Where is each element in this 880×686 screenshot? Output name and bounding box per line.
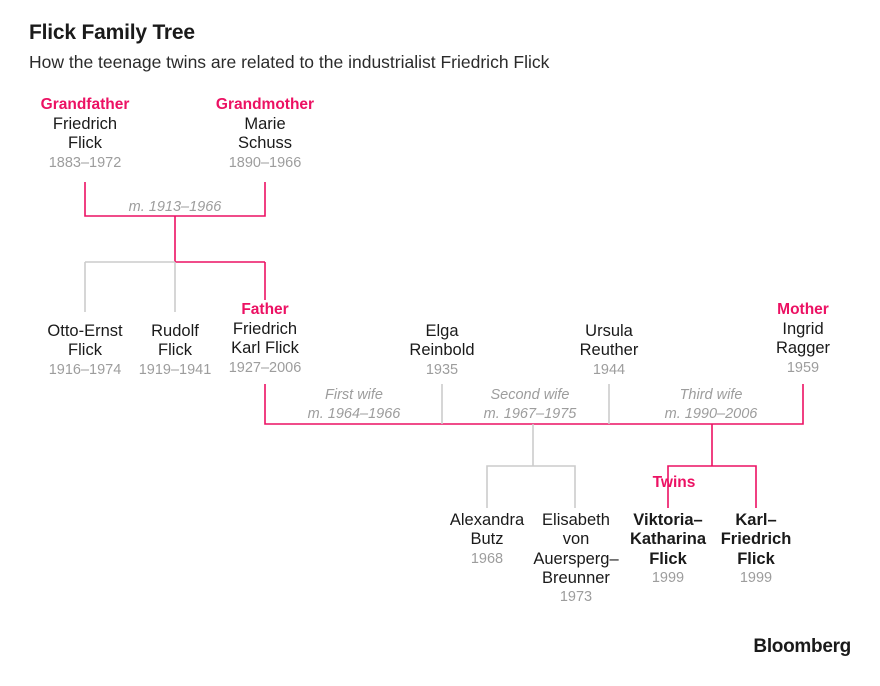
person-name-line1: Karl–: [735, 511, 777, 529]
person-name-line1: Friedrich: [232, 320, 298, 339]
person-dates: 1999: [651, 569, 685, 586]
person-name-line3: Flick: [649, 549, 687, 568]
marriage-years: m. 1964–1966: [307, 405, 401, 422]
person-ursula-reuther: Ursula Reuther 1944: [549, 322, 669, 379]
person-otto-ernst-flick: Otto-Ernst Flick 1916–1974: [25, 322, 145, 379]
person-role: Mother: [777, 301, 829, 318]
marriage-label: Second wife: [490, 387, 570, 403]
person-role: Grandfather: [40, 96, 130, 113]
person-dates: 1959: [786, 359, 820, 376]
person-name-line1: Alexandra: [449, 511, 525, 529]
marriage-years: m. 1967–1975: [483, 405, 577, 422]
person-rudolf-flick: Rudolf Flick 1919–1941: [133, 322, 217, 379]
marriage-years: m. 1990–2006: [664, 405, 758, 422]
page-subtitle: How the teenage twins are related to the…: [29, 52, 550, 72]
twins-label: Twins: [652, 474, 696, 491]
person-name-line1: Ingrid: [782, 320, 824, 339]
person-dates: 1919–1941: [138, 361, 212, 378]
person-elga-reinbold: Elga Reinbold 1935: [382, 322, 502, 379]
person-role: Grandmother: [215, 96, 315, 113]
person-name-line3: Auersperg–: [533, 549, 619, 568]
person-elisabeth-von-auersperg-breunner: Elisabeth von Auersperg– Breunner 1973: [526, 511, 626, 606]
person-name-line1: Marie: [244, 115, 286, 134]
wire-bracket-twins: [667, 465, 757, 508]
person-name-line2: Schuss: [237, 134, 293, 153]
person-role: Father: [241, 301, 289, 318]
person-name-line2: Reinbold: [409, 341, 475, 360]
person-name-line2: Flick: [158, 341, 192, 360]
person-name-line4: Breunner: [542, 568, 610, 587]
person-name-line2: Karl Flick: [231, 339, 299, 358]
person-name-line3: Flick: [737, 549, 775, 568]
person-name-line2: Katharina: [629, 530, 707, 549]
person-name-line1: Otto-Ernst: [47, 322, 123, 340]
person-name-line2: Flick: [68, 341, 102, 360]
person-grandfather: Grandfather Friedrich Flick 1883–1972: [25, 96, 145, 172]
person-ingrid-ragger: Mother Ingrid Ragger 1959: [743, 301, 863, 377]
person-name-line2: Butz: [470, 530, 504, 549]
person-name-line1: Elga: [425, 322, 459, 340]
wire-bracket-alexandra-elisabeth: [486, 465, 576, 508]
person-friedrich-karl-flick: Father Friedrich Karl Flick 1927–2006: [205, 301, 325, 377]
page-title: Flick Family Tree: [29, 21, 195, 44]
person-name-line2: Friedrich: [720, 530, 792, 549]
person-name-line1: Elisabeth: [542, 511, 610, 529]
person-name-line2: Reuther: [579, 341, 639, 360]
marriage-years: m. 1913–1966: [128, 199, 222, 215]
marriage-label: Third wife: [679, 387, 743, 403]
person-alexandra-butz: Alexandra Butz 1968: [435, 511, 539, 568]
person-dates: 1890–1966: [228, 154, 302, 171]
person-dates: 1935: [425, 361, 459, 378]
person-name-line1: Viktoria–: [633, 511, 703, 529]
person-dates: 1916–1974: [48, 361, 122, 378]
marriage-first-wife: First wife m. 1964–1966: [284, 386, 424, 424]
person-name-line1: Friedrich: [52, 115, 118, 134]
bloomberg-logo: Bloomberg: [753, 636, 851, 657]
person-grandmother: Grandmother Marie Schuss 1890–1966: [205, 96, 325, 172]
person-name-line2: von: [562, 530, 590, 549]
wire-father-marriage-bar: [264, 384, 804, 425]
person-dates: 1927–2006: [228, 359, 302, 376]
marriage-third-wife: Third wife m. 1990–2006: [636, 386, 786, 424]
person-name-line2: Ragger: [775, 339, 831, 358]
person-dates: 1973: [559, 589, 593, 606]
marriage-grandparents: m. 1913–1966: [115, 198, 235, 217]
marriage-second-wife: Second wife m. 1967–1975: [460, 386, 600, 424]
person-dates: 1944: [592, 361, 626, 378]
person-dates: 1968: [470, 550, 504, 567]
person-karl-friedrich-flick: Karl– Friedrich Flick 1999: [702, 511, 810, 587]
person-name-line1: Ursula: [585, 322, 633, 340]
person-dates: 1999: [739, 569, 773, 586]
person-name-line1: Rudolf: [151, 322, 199, 340]
person-viktoria-katharina-flick: Viktoria– Katharina Flick 1999: [614, 511, 722, 587]
marriage-label: First wife: [325, 387, 383, 403]
person-dates: 1883–1972: [48, 154, 122, 171]
person-name-line2: Flick: [68, 134, 102, 153]
